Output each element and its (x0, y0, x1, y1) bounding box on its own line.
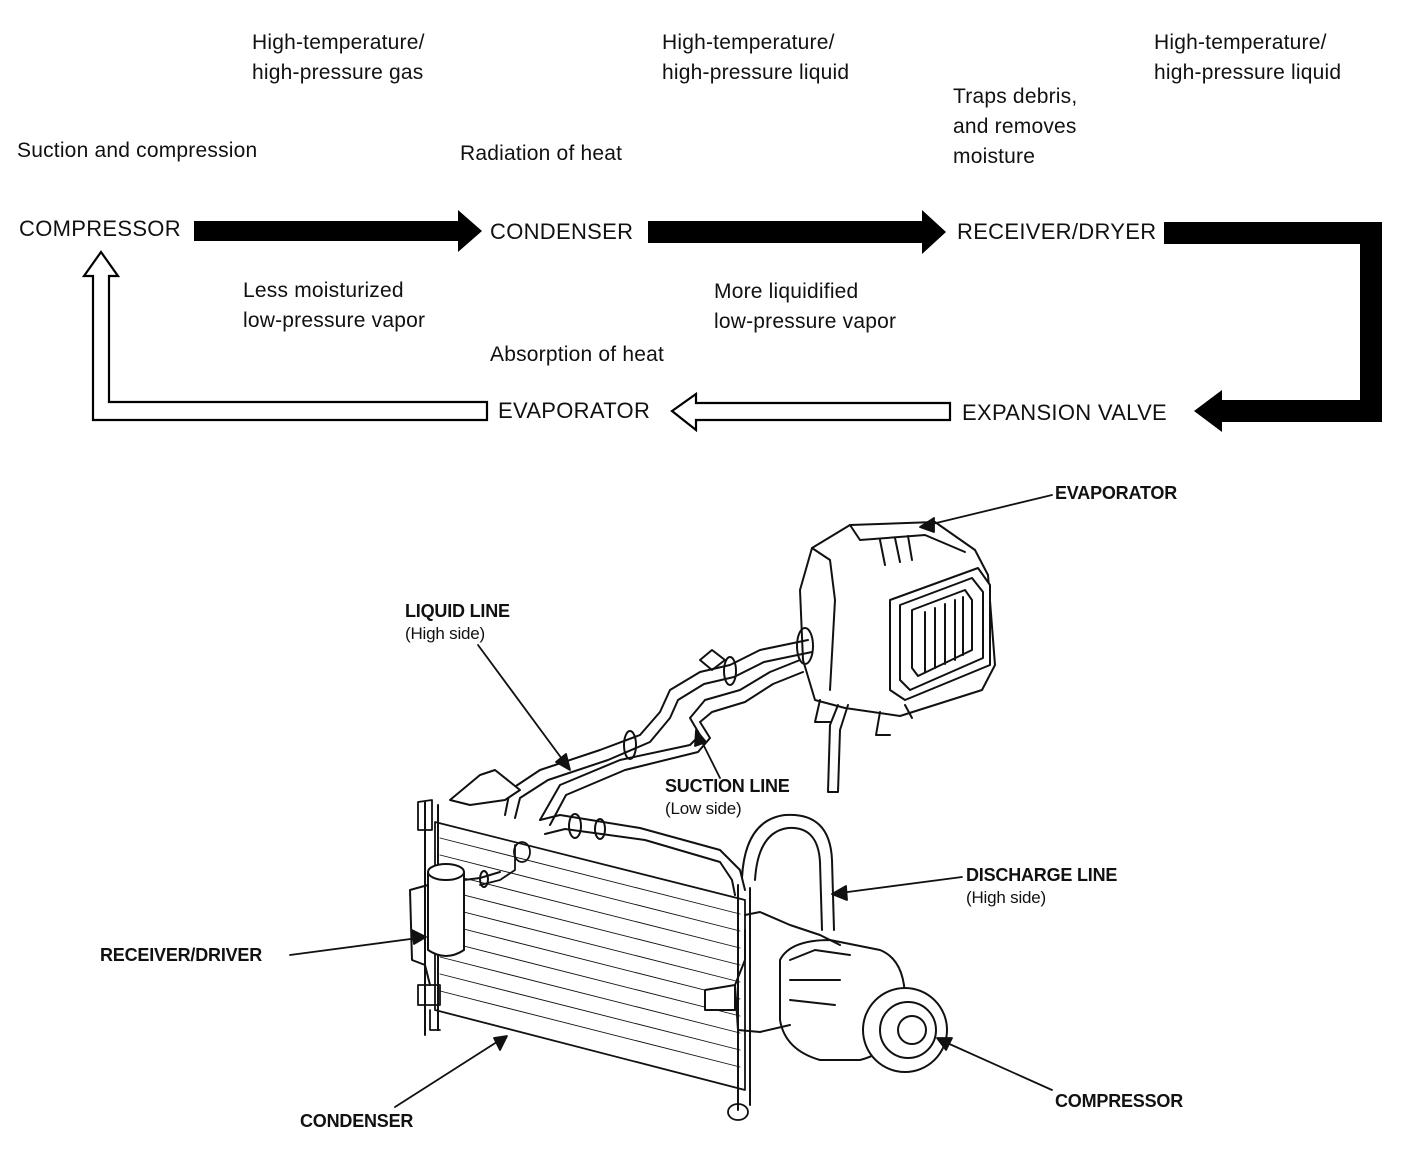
note-hp-liquid-condenser: High-temperature/high-pressure liquid (662, 31, 850, 84)
evaporator-unit (799, 521, 996, 793)
note-absorption-of-heat: Absorption of heat (490, 343, 665, 366)
label-discharge-line: DISCHARGE LINE (High side) (966, 865, 1118, 907)
label-liquid-line: LIQUID LINE (High side) (405, 601, 510, 643)
leader-liquid-line (477, 644, 566, 764)
note-hp-liquid-receiver: High-temperature/high-pressure liquid (1154, 31, 1342, 84)
leader-evaporator (927, 494, 1053, 526)
node-receiver-dryer: RECEIVER/DRYER (957, 219, 1157, 244)
leader-receiver (289, 937, 419, 956)
arrow-compressor-to-condenser (194, 210, 482, 252)
note-suction-compression: Suction and compression (17, 139, 258, 162)
arrow-condenser-to-receiver (648, 210, 946, 254)
label-evaporator: EVAPORATOR (1055, 483, 1178, 503)
note-radiation-of-heat: Radiation of heat (460, 142, 623, 165)
arrow-receiver-to-expansion-valve (1164, 222, 1382, 432)
label-compressor: COMPRESSOR (1055, 1091, 1184, 1111)
leader-discharge-line (839, 876, 963, 894)
leader-compressor (944, 1041, 1053, 1091)
node-compressor: COMPRESSOR (19, 216, 181, 241)
receiver-dryer-unit (409, 863, 501, 986)
node-condenser: CONDENSER (490, 219, 634, 244)
node-evaporator: EVAPORATOR (498, 398, 651, 423)
label-condenser: CONDENSER (300, 1111, 414, 1131)
label-receiver-driver: RECEIVER/DRIVER (100, 945, 263, 965)
flow-arrows (81, 210, 1382, 433)
leader-condenser (394, 1039, 501, 1108)
compressor-unit (704, 813, 948, 1073)
arrow-evaporator-to-compressor (81, 250, 489, 422)
label-suction-line: SUCTION LINE (Low side) (665, 776, 790, 818)
condenser-core (417, 799, 751, 1121)
node-expansion-valve: EXPANSION VALVE (962, 400, 1168, 425)
note-hp-gas: High-temperature/high-pressure gas (252, 31, 425, 84)
arrow-expansion-to-evaporator (670, 391, 952, 433)
leader-lines (289, 494, 1053, 1108)
leader-suction-line (699, 737, 721, 779)
liquid-and-suction-lines (449, 627, 814, 896)
